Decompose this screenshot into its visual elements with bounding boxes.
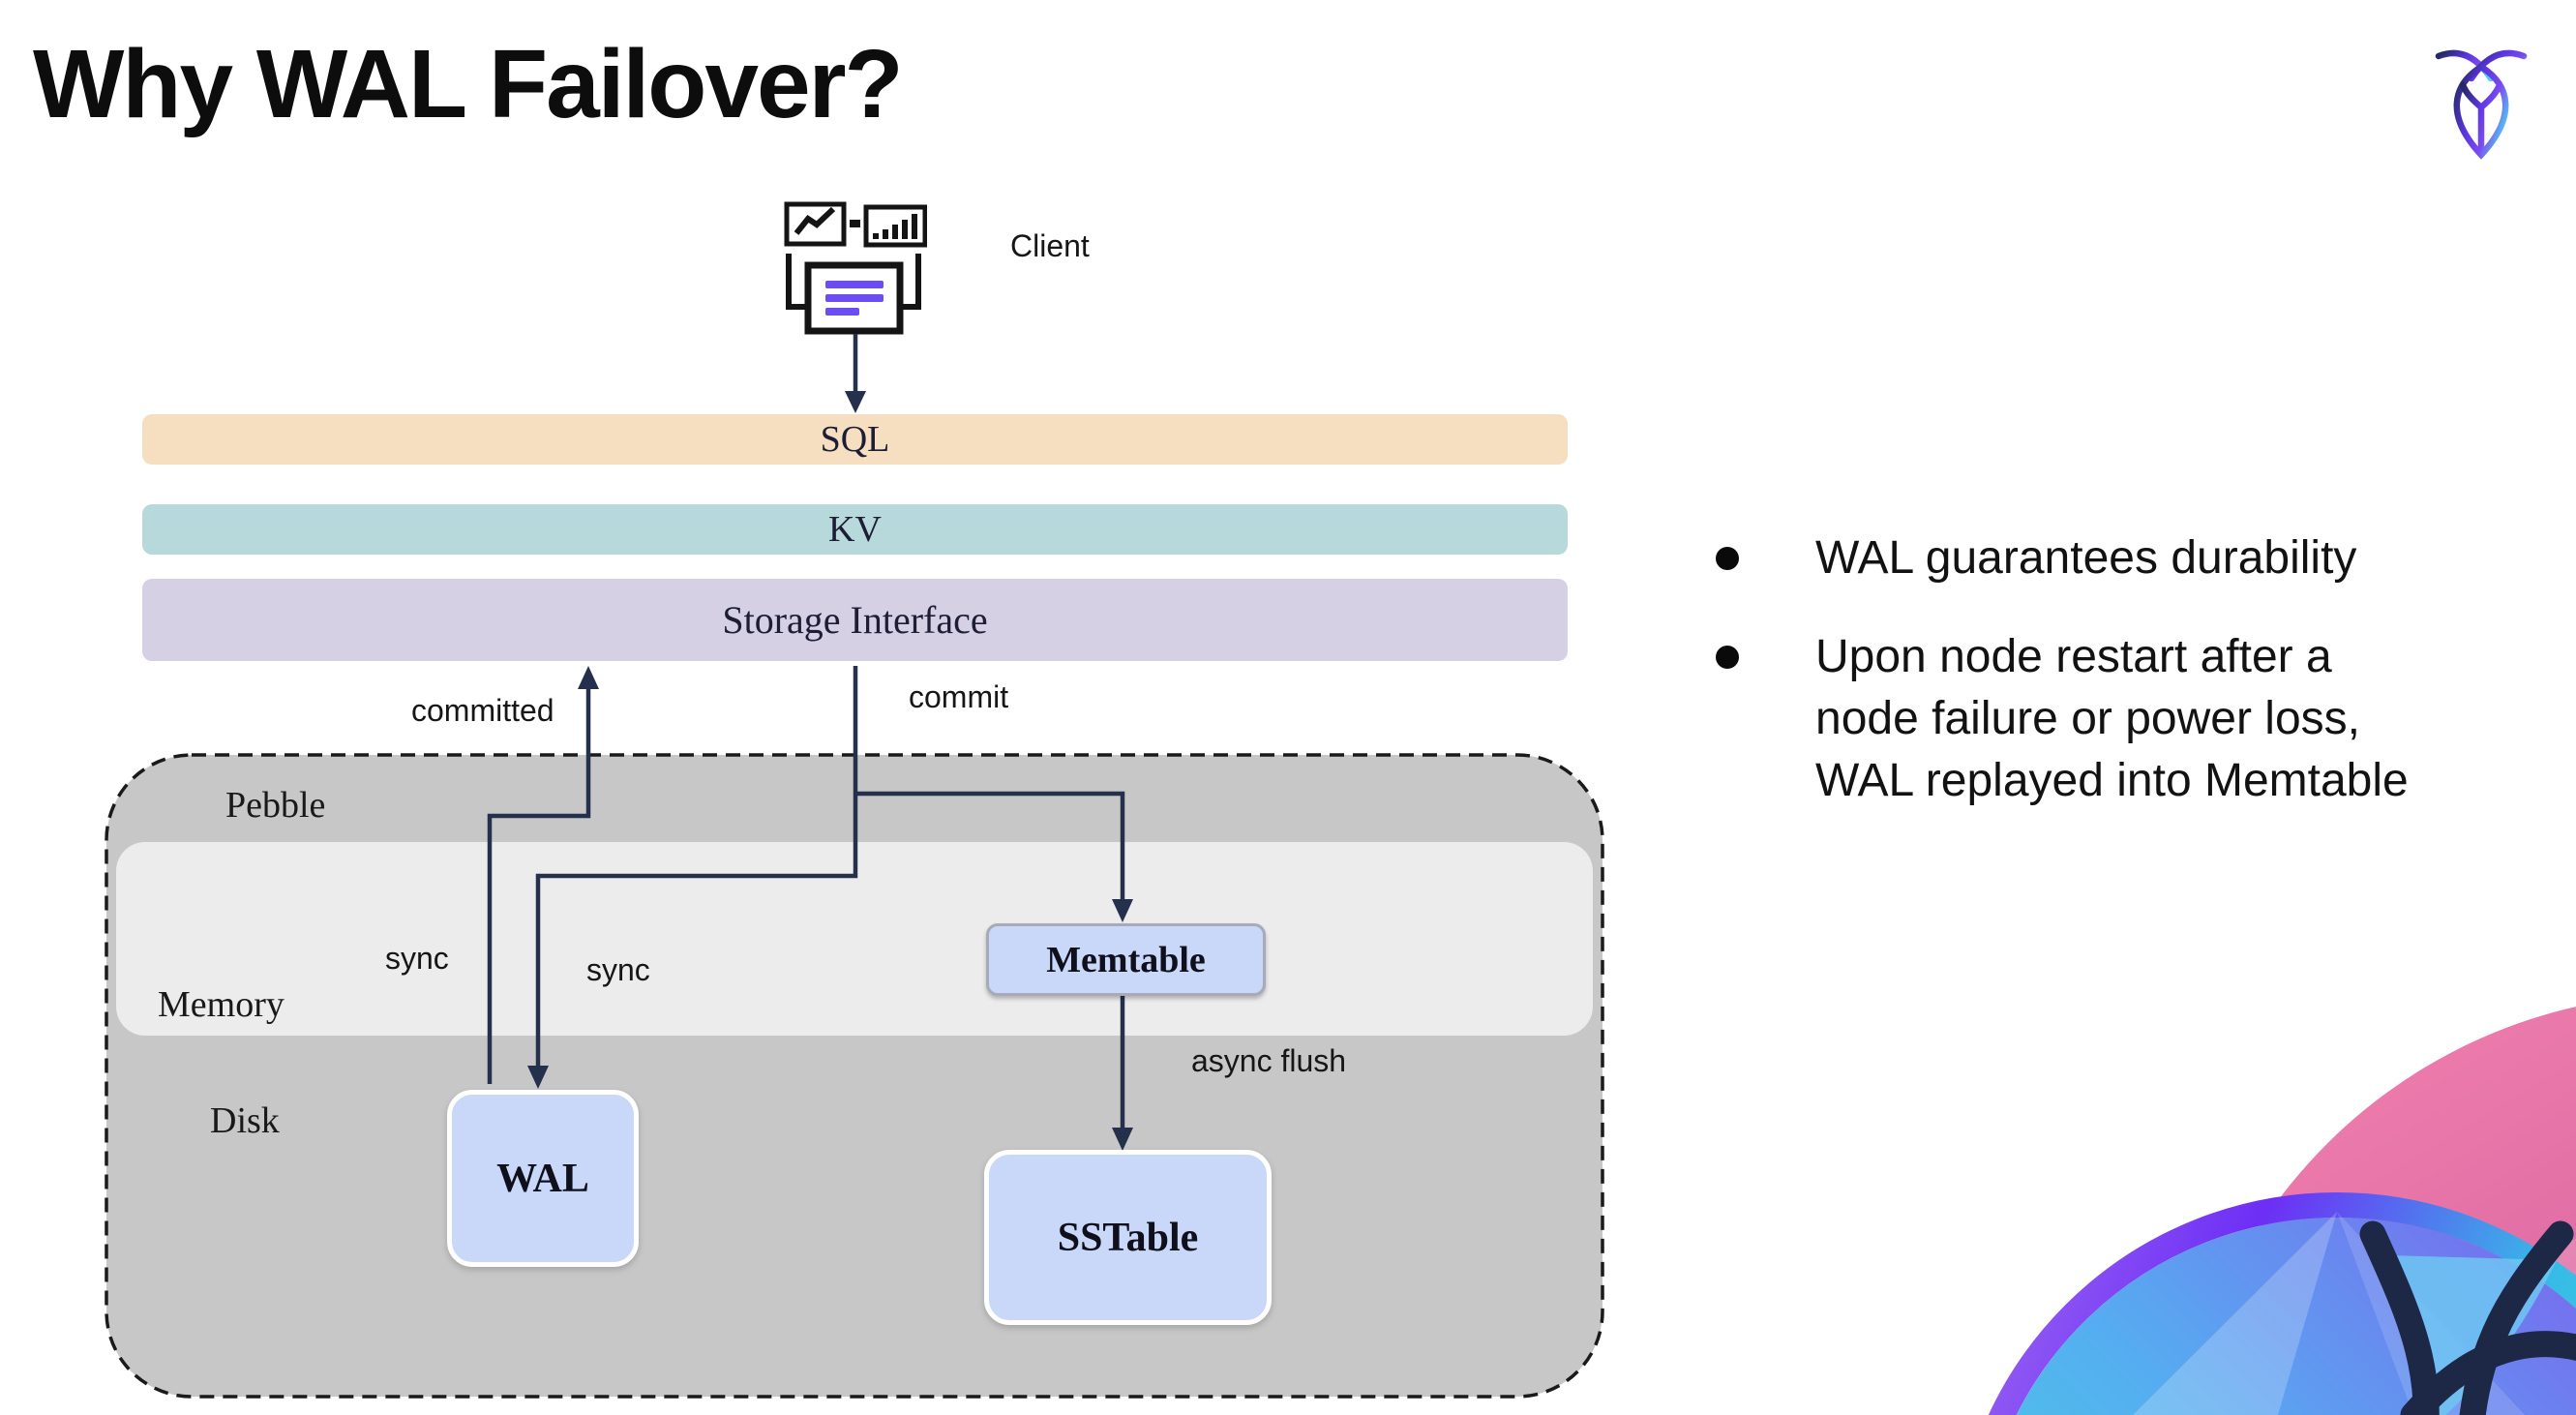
label-sync-right: sync (586, 952, 650, 987)
art-sheen-wedge (2133, 1212, 2337, 1415)
label-commit: commit (909, 679, 1009, 714)
logo-stem (2459, 81, 2503, 157)
bullet-item: Upon node restart after a node failure o… (1716, 626, 2519, 812)
client-dashboards-icon (784, 201, 927, 335)
edge-committed (487, 688, 591, 1084)
layer-storage-interface: Storage Interface (142, 579, 1568, 661)
memtable-label: Memtable (1046, 939, 1206, 980)
client-label: Client (1010, 228, 1090, 263)
bullet-item: WAL guarantees durability (1716, 527, 2519, 589)
disk-label: Disk (210, 1100, 280, 1141)
wal-label: WAL (496, 1156, 589, 1201)
bullet-dot (1716, 547, 1739, 570)
bullet-text: WAL guarantees durability (1815, 532, 2357, 584)
bracket-left (786, 254, 807, 310)
art-purple-ring (1988, 1192, 2576, 1415)
cockroachdb-mark-icon (2435, 49, 2528, 160)
layer-sql-label: SQL (820, 419, 890, 460)
dash-connector (850, 220, 860, 227)
layer-storage-label: Storage Interface (722, 598, 988, 642)
bullet-dot (1716, 646, 1739, 669)
label-committed: committed (411, 693, 554, 728)
sstable-node: SSTable (984, 1150, 1272, 1325)
memtable-node: Memtable (986, 923, 1266, 996)
arrowhead-into-sstable (1112, 1128, 1133, 1151)
sstable-label: SSTable (1057, 1215, 1199, 1260)
edge-commit-memtable (855, 791, 1125, 900)
decorative-spheres-art (1988, 1007, 2576, 1415)
art-dark-curves (2359, 1220, 2576, 1415)
label-async-flush: async flush (1191, 1043, 1347, 1078)
line-chart-glyph (794, 206, 836, 235)
bar-chart-glyph (873, 214, 917, 239)
arrowhead-into-wal (527, 1066, 549, 1089)
layer-sql: SQL (142, 414, 1568, 465)
bullet-list: WAL guarantees durability Upon node rest… (1716, 527, 2519, 812)
pebble-label: Pebble (225, 785, 326, 826)
arrowhead-into-memtable (1112, 899, 1133, 922)
wal-node: WAL (447, 1090, 639, 1267)
document-lines (825, 281, 884, 316)
edge-commit-sync-wal (535, 666, 858, 1067)
layer-kv: KV (142, 504, 1568, 555)
arrowhead-into-storage (578, 666, 599, 689)
arrowhead-into-sql (845, 391, 866, 413)
label-sync-left: sync (385, 941, 449, 976)
bullet-text: Upon node restart after a node failure o… (1815, 631, 2409, 806)
bracket-right (900, 254, 921, 310)
slide-title: Why WAL Failover? (33, 30, 904, 138)
memory-label: Memory (158, 984, 285, 1025)
layer-kv-label: KV (828, 509, 882, 550)
